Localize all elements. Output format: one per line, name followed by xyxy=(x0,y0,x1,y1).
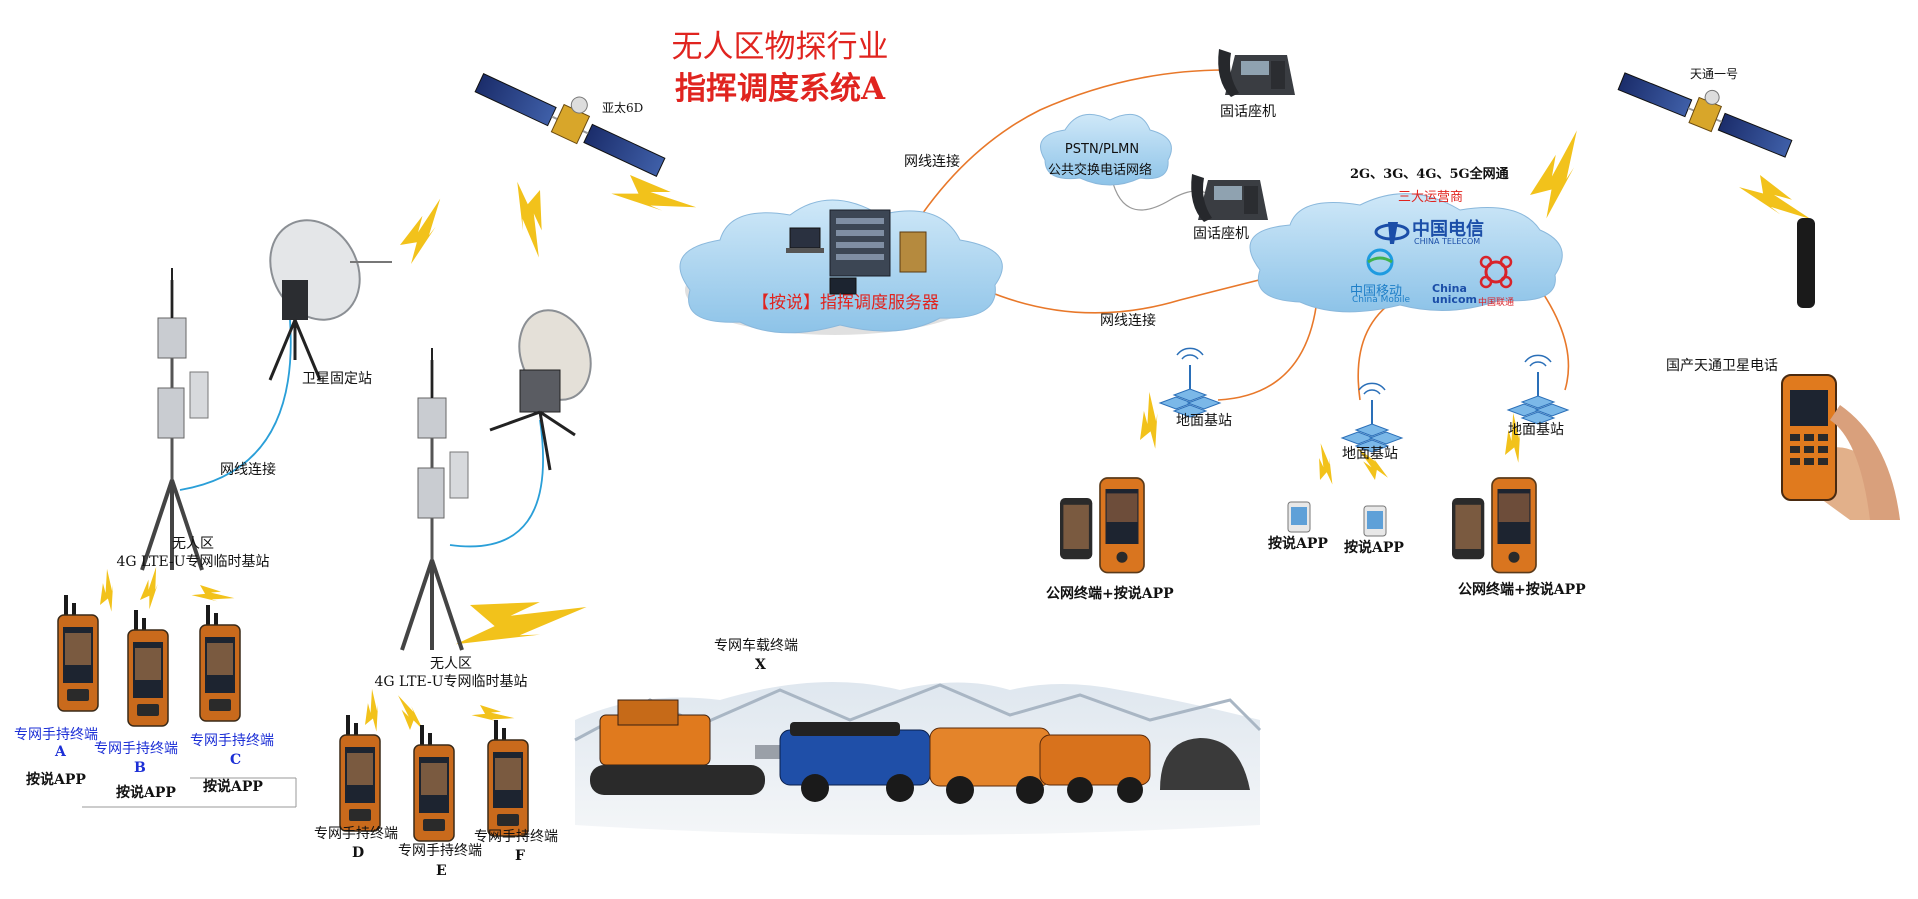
tower-right-label-1: 无人区 xyxy=(430,656,472,672)
title-line-2: 指挥调度系统A xyxy=(630,68,930,110)
handheld-a-letter: A xyxy=(55,744,66,760)
handheld-a-app: 按说APP xyxy=(26,772,86,788)
satellite-left-label: 亚太6D xyxy=(602,101,644,115)
base-station-right-icon xyxy=(1507,354,1569,425)
handheld-d-icon xyxy=(339,714,381,832)
app-phone-a-icon xyxy=(1287,501,1311,533)
satellite-dish-portable-icon xyxy=(489,309,592,471)
handheld-e-icon xyxy=(413,724,455,842)
link-server-pstn-label: 网线连接 xyxy=(904,154,960,170)
telecom-en-label: CHINA TELECOM xyxy=(1414,237,1481,246)
satellite-apstar-icon xyxy=(474,73,666,177)
public-terminal-left-icon xyxy=(1060,477,1145,574)
mobile-cn-label: 中国移动 xyxy=(1350,284,1403,299)
vehicle-scene xyxy=(574,682,1262,835)
app-phone-b-icon xyxy=(1363,505,1387,537)
link-server-carrier-label: 网线连接 xyxy=(1100,313,1156,329)
china-unicom-logo-icon xyxy=(1479,255,1513,289)
vehicle-letter: X xyxy=(755,657,766,673)
tiantong-phone-label: 国产天通卫星电话 xyxy=(1666,358,1778,374)
handheld-f-icon xyxy=(487,719,529,837)
public-terminal-right-label: 公网终端+按说APP xyxy=(1458,582,1586,598)
public-terminal-right-icon xyxy=(1452,477,1537,574)
cable-carrier-bts-left xyxy=(1217,289,1319,401)
handheld-b-label: 专网手持终端 xyxy=(94,741,178,757)
lte-u-tower-left-icon xyxy=(140,266,210,572)
cable-server-carrier xyxy=(984,269,1301,314)
handheld-c-icon xyxy=(199,604,241,722)
vehicle-label: 专网车载终端 xyxy=(714,638,798,654)
title-line-1: 无人区物探行业 xyxy=(671,29,889,65)
carrier-cloud xyxy=(1249,193,1563,313)
carrier-networks-label: 2G、3G、4G、5G全网通 xyxy=(1350,167,1509,182)
unicom-en1-label: China xyxy=(1432,282,1467,295)
handheld-b-letter: B xyxy=(134,760,146,776)
server-rack-icon xyxy=(786,209,927,295)
carrier-heading-label: 三大运营商 xyxy=(1398,190,1464,205)
handheld-d-letter: D xyxy=(352,845,365,861)
public-terminal-left-label: 公网终端+按说APP xyxy=(1046,586,1174,602)
handheld-b-app: 按说APP xyxy=(116,785,176,801)
handheld-c-app: 按说APP xyxy=(203,779,263,795)
app-b-label: 按说APP xyxy=(1344,540,1404,556)
cable-server-phone-top xyxy=(904,69,1226,241)
satellite-dish-fixed-icon xyxy=(268,219,392,381)
desk-phone-top-label: 固话座机 xyxy=(1220,104,1276,120)
telecom-cn-label: 中国电信 xyxy=(1412,219,1484,240)
base-station-right-label: 地面基站 xyxy=(1508,422,1564,438)
pstn-cloud xyxy=(1040,113,1172,186)
app-box-outline xyxy=(82,777,297,808)
handheld-b-icon xyxy=(127,609,169,727)
china-mobile-logo-icon xyxy=(1366,248,1394,276)
handheld-a-icon xyxy=(57,594,99,712)
base-station-middle-icon xyxy=(1341,382,1403,453)
cable-dish-tower-right xyxy=(449,419,544,548)
satellite-tiantong-icon xyxy=(1617,72,1793,158)
handheld-a-label: 专网手持终端 xyxy=(14,727,98,743)
desk-phone-bottom-label: 固话座机 xyxy=(1193,226,1249,242)
handheld-c-label: 专网手持终端 xyxy=(190,733,274,749)
handheld-c-letter: C xyxy=(230,752,242,768)
satellite-station-label: 卫星固定站 xyxy=(302,371,372,387)
base-station-left-label: 地面基站 xyxy=(1176,413,1232,429)
cable-dish-tower-left xyxy=(179,319,292,491)
tiantong-satellite-phone-icon xyxy=(1781,218,1900,520)
tower-left-label-2: 4G LTE-U专网临时基站 xyxy=(116,554,270,570)
handheld-f-label: 专网手持终端 xyxy=(474,829,558,845)
china-telecom-logo-icon xyxy=(1374,222,1410,244)
handheld-f-letter: F xyxy=(515,848,525,864)
tower-right-label-2: 4G LTE-U专网临时基站 xyxy=(374,674,528,690)
handheld-d-label: 专网手持终端 xyxy=(314,826,398,842)
base-station-left-icon xyxy=(1159,347,1221,418)
title-line-2-text: 指挥调度系统A xyxy=(674,71,886,107)
unicom-en2-label: unicom xyxy=(1432,293,1477,306)
pstn-label-1: PSTN/PLMN xyxy=(1064,142,1140,157)
unicom-cn-label: 中国联通 xyxy=(1478,298,1515,308)
satellite-right-label: 天通一号 xyxy=(1690,67,1739,81)
pstn-label-2: 公共交换电话网络 xyxy=(1047,163,1152,178)
server-label: 【按说】指挥调度服务器 xyxy=(752,293,939,313)
lte-u-tower-right-icon xyxy=(400,346,470,652)
desk-phone-top-icon xyxy=(1218,49,1295,97)
link-dish-tower-label: 网线连接 xyxy=(220,462,276,478)
desk-phone-bottom-icon xyxy=(1191,174,1268,222)
base-station-middle-label: 地面基站 xyxy=(1342,446,1398,462)
tower-left-label-1: 无人区 xyxy=(172,536,214,552)
handheld-e-label: 专网手持终端 xyxy=(398,843,482,859)
mobile-en-label: China Mobile xyxy=(1352,295,1411,305)
diagram-title: 无人区物探行业 指挥调度系统A xyxy=(630,26,930,110)
handheld-e-letter: E xyxy=(436,863,447,879)
app-a-label: 按说APP xyxy=(1268,536,1328,552)
